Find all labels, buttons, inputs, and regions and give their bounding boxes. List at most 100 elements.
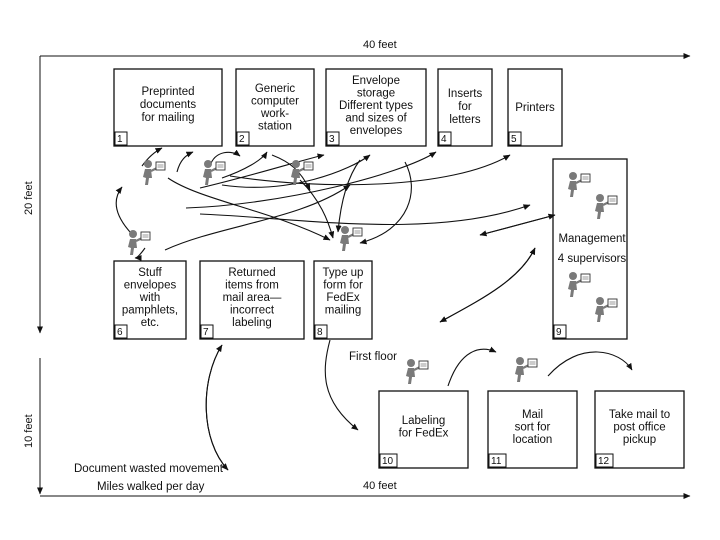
movement-arrow [205,344,229,471]
station-number: 11 [491,456,502,467]
workers [128,160,618,384]
worker-icon [128,230,151,255]
movement-arrow [229,154,511,186]
station-number: 8 [317,327,323,338]
station-label-line: work- [260,108,289,120]
worker-icon [406,359,429,384]
station-label-line: FedEx [326,292,359,304]
station-label-line: labeling [232,317,272,329]
upper-height-label: 20 feet [23,181,35,215]
station-number: 12 [598,456,610,467]
station-label-line: Preprinted [141,86,194,98]
movement-arrow [221,151,268,179]
station-number: 6 [117,327,123,338]
station-label-line: items from [225,280,279,292]
top-width-label: 40 feet [363,39,397,51]
lower-height-label: 10 feet [23,414,35,448]
station-label-line: Printers [515,102,555,114]
station-number-box [553,324,567,339]
station-number-box [200,324,214,339]
station-label-line: 4 supervisors [558,253,627,265]
station-label-line: for [458,101,472,113]
worker-icon [203,160,226,185]
movement-arrow [335,159,361,233]
station-box [113,68,223,147]
station-label-line: Mail [522,409,543,421]
station-label-line: station [258,121,292,133]
movement-arrows [115,147,633,471]
worker-icon [595,194,618,219]
movement-arrow [271,154,311,191]
station-number-box [438,131,452,146]
station-number-box [314,324,328,339]
movement-arrow [221,154,371,188]
wasted-movement-label: Document wasted movement [74,463,224,475]
station-number-box [114,324,128,339]
station-label-line: etc. [141,317,160,329]
station-number-box [379,453,398,468]
movement-arrow [185,151,437,209]
movement-arrow [205,344,229,471]
movement-arrow [547,351,633,377]
station-number-box [326,131,340,146]
dimension-lines: 40 feet 40 feet 20 feet 10 feet [23,39,691,499]
station-number-box [508,131,522,146]
station-number: 5 [511,134,517,145]
station-label-line: post office [613,422,665,434]
movement-arrow [176,151,194,173]
first-floor-label: First floor [349,351,397,363]
movement-arrow [447,346,497,387]
station-5: 5 Printers [507,68,563,147]
station-number: 10 [382,456,394,467]
worker-icon [515,357,538,382]
station-label-line: Type up [323,267,364,279]
station-number-box [488,453,507,468]
worker-icon [595,297,618,322]
station-number-box [595,453,614,468]
bottom-width-label: 40 feet [363,480,397,492]
station-box [552,158,628,340]
worker-icon [291,160,314,185]
station-number: 1 [117,134,123,145]
station-label-line: envelopes [124,280,177,292]
station-box [199,260,305,340]
movement-arrow [141,147,163,167]
station-label-line: incorrect [230,305,275,317]
miles-walked-label: Miles walked per day [97,481,205,493]
movement-arrow [199,153,325,189]
movement-arrow [324,339,359,431]
station-number: 2 [239,134,245,145]
station-label-line: for FedEx [399,428,449,440]
movement-arrow [167,177,331,241]
station-label-line: form for [323,280,363,292]
worker-icon [340,226,363,251]
worker-icon [568,272,591,297]
station-label-line: Generic [255,83,296,95]
station-number: 4 [441,134,447,145]
station-label-line: letters [449,114,481,126]
station-label-line: location [513,434,553,446]
station-number-box [114,131,128,146]
station-label-line: Returned [228,267,275,279]
movement-arrow [439,247,536,323]
station-label-line: with [139,292,160,304]
station-number: 9 [556,327,562,338]
station-number: 3 [329,134,335,145]
station-label-line: mail area— [223,292,282,304]
movement-arrow [199,204,531,226]
movement-arrow [164,184,351,251]
station-label-line: for mailing [141,112,194,124]
station-label-line: documents [140,99,197,111]
station-label-line: sort for [515,422,551,434]
worker-icon [568,172,591,197]
